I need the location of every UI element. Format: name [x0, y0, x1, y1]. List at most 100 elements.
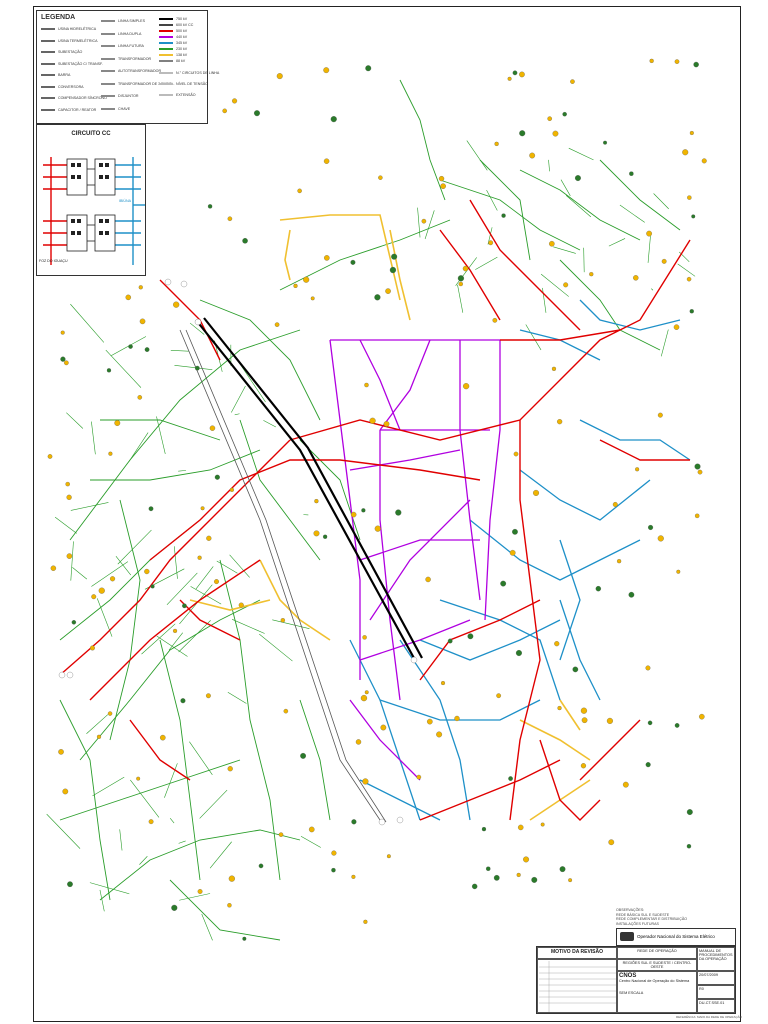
substation-node: [616, 559, 622, 564]
lines-345kv: [349, 299, 691, 821]
substation-node: [494, 141, 499, 147]
line-500kv: [149, 459, 481, 561]
line-230kv: [263, 420, 277, 428]
substation-node: [365, 65, 372, 72]
line-230kv: [619, 204, 645, 223]
line-345kv: [359, 779, 441, 821]
substation-node: [694, 513, 700, 519]
line-750kv: [203, 317, 423, 659]
substation-node: [350, 511, 357, 518]
substation-node: [395, 509, 402, 516]
line-230kv: [424, 210, 435, 240]
substation-node: [612, 502, 618, 507]
substation-node: [313, 530, 320, 537]
line-230kv: [299, 439, 361, 541]
line-230kv: [156, 416, 166, 455]
substation-node: [383, 421, 390, 427]
legend-item: 230 kV: [159, 47, 187, 51]
line-138kv: [284, 229, 291, 281]
line-230kv: [99, 889, 105, 912]
center-cell: CNOS Centro Nacional de Operação do Sist…: [617, 971, 697, 1013]
substation-node: [673, 324, 680, 330]
substation-node: [280, 618, 286, 623]
substation-node: [351, 819, 357, 825]
line-230kv: [169, 879, 281, 941]
substation-node: [50, 565, 57, 571]
substation-node: [676, 569, 681, 574]
substation-node: [635, 467, 640, 472]
line-230kv: [90, 449, 261, 481]
legend-label: EXTENSÃO: [176, 93, 196, 97]
substation-node: [214, 474, 220, 480]
substation-node: [463, 383, 470, 390]
substation-node: [258, 863, 264, 869]
substation-node: [369, 417, 376, 424]
substation-node: [462, 265, 469, 272]
substation-node: [416, 774, 422, 780]
substation-node: [144, 347, 150, 352]
legend-swatch: [159, 18, 173, 21]
substation-node: [47, 454, 53, 459]
line-230kv: [59, 519, 201, 641]
line-230kv: [300, 835, 321, 848]
substation-node: [242, 238, 248, 244]
legend-label: CONVERSORA: [58, 84, 84, 89]
line-230kv: [542, 287, 547, 313]
substation-node: [512, 528, 518, 535]
rev-label: R0: [697, 985, 735, 999]
substation-node: [128, 344, 133, 349]
line-230kv: [647, 235, 651, 263]
substation-node: [425, 576, 431, 583]
substation-node: [568, 878, 573, 883]
substation-node: [646, 230, 652, 237]
substation-node: [125, 294, 132, 301]
line-230kv: [86, 714, 109, 734]
substation-node: [227, 903, 232, 908]
line-345kv: [419, 619, 561, 661]
line-230kv: [519, 169, 641, 241]
substation-node: [58, 671, 66, 679]
substation-node: [622, 781, 629, 788]
legend-label: BARRA: [58, 73, 71, 77]
line-440kv: [369, 499, 471, 621]
substation-node: [507, 76, 512, 81]
legend-label: LINHA DUPLA: [118, 31, 142, 36]
substation-node: [385, 288, 391, 294]
legend-item: LINHA FUTURA: [101, 44, 144, 48]
substation-node: [362, 635, 367, 640]
line-230kv: [399, 79, 446, 201]
substation-node: [96, 734, 102, 739]
substation-node: [386, 854, 391, 859]
legend-label: NÍVEL DE TENSÃO: [176, 82, 208, 86]
legend-label: 750 kV: [176, 17, 188, 21]
center-name: Centro Nacional de Operação do Sistema: [619, 979, 690, 983]
ons-logo-icon: [620, 932, 634, 941]
legend-item: NÍVEL DE TENSÃO: [159, 82, 208, 86]
legend-label: DISJUNTOR: [118, 94, 139, 98]
substation-node: [509, 549, 516, 556]
line-345kv: [469, 519, 641, 581]
line-230kv: [117, 529, 152, 565]
legend-label: N.° CIRCUITOS DE LINHA: [176, 71, 220, 75]
line-230kv: [91, 561, 129, 587]
line-230kv: [178, 470, 187, 472]
substation-node: [138, 285, 143, 290]
line-230kv: [457, 284, 464, 313]
substation-node: [410, 656, 418, 664]
substation-node: [200, 506, 205, 511]
line-230kv: [299, 699, 331, 821]
manual-label: MANUAL DE PROCEDIMENTOS DA OPERAÇÃO: [697, 947, 735, 971]
legend-label: LINHA SIMPLES: [118, 19, 145, 23]
substation-node: [531, 876, 538, 883]
substation-node: [447, 638, 453, 644]
line-230kv: [91, 421, 96, 455]
line-345kv: [349, 639, 421, 821]
line-230kv: [651, 288, 654, 291]
substation-node: [606, 717, 613, 724]
line-500kv: [539, 739, 601, 821]
legend-swatch: [101, 45, 115, 48]
line-230kv: [170, 349, 189, 352]
legend-swatch: [41, 97, 55, 100]
line-440kv: [349, 449, 461, 471]
substation-node: [496, 693, 502, 699]
